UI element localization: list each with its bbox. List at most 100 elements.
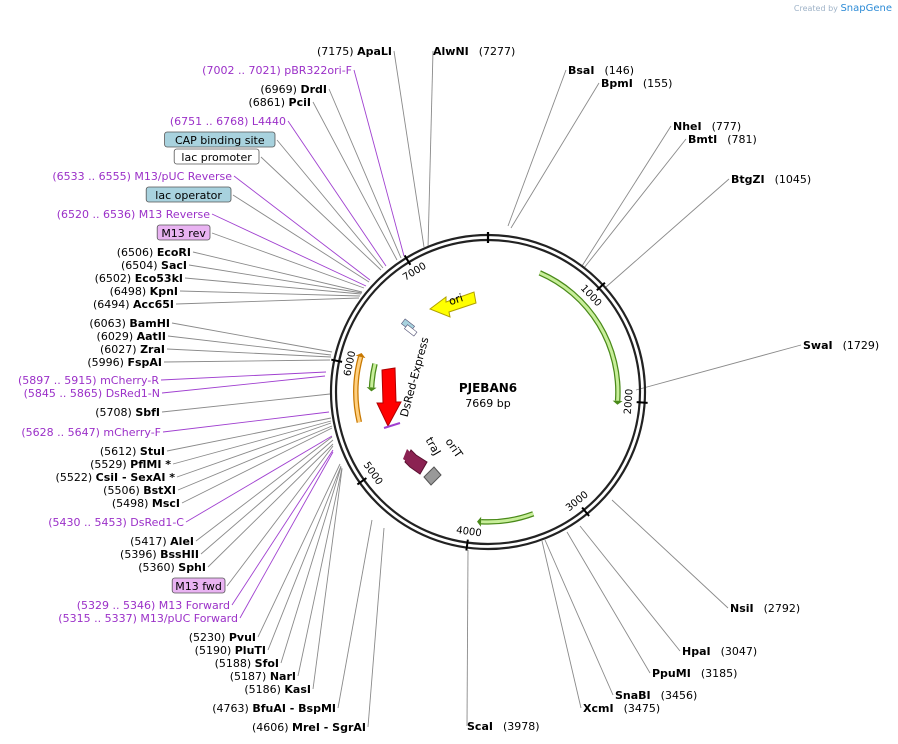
site-pos-swai: (1729) [843,339,880,352]
leader-alwni [427,50,434,249]
site-pos-nari: (5187) [230,670,270,683]
leader-pflmi [172,420,332,465]
primer-label-7002-7021-pbr322ori-f: (7002 .. 7021) pBR322ori-F [202,64,352,77]
feature-box-label-lac-promoter: lac promoter [181,151,252,164]
arc-green-2-arrowhead [477,516,482,527]
arc-orange [354,356,363,423]
site-name-stui: StuI [140,445,165,458]
leader-pluti [267,465,342,651]
leader-lines [160,50,802,728]
site-label-saci: (6504) SacI [121,259,187,272]
leader-bfuai-bspmi [337,519,373,709]
leader-5897-5915-mcherry-r [160,371,327,381]
site-label-nari: (5187) NarI [230,670,296,683]
ori-label: ori [447,291,465,308]
site-pos-csii-sexai: (5522) [56,471,96,484]
leader-bsshii [200,439,334,555]
leader-pvui [257,463,341,638]
tick-2000 [636,401,648,404]
site-label-ppumi: PpuMI(3185) [652,667,737,680]
site-label-bmti: BmtI(781) [688,133,757,146]
feature-box-cap-binding-site [164,131,276,148]
site-pos-pvui: (5230) [189,631,229,644]
site-label-nhei: NheI(777) [673,120,741,133]
site-pos-mrei-sgrai: (4606) [252,721,292,734]
leader-swai [635,344,802,391]
site-name-csii-sexai: CsiI - SexAI * [96,471,176,484]
site-label-drdi: (6969) DrdI [260,83,327,96]
site-name-pvui: PvuI [229,631,256,644]
site-label-pflmi: (5529) PflMI * [90,458,171,471]
leader-drdi [328,88,402,259]
site-label-acc65i: (6494) Acc65I [93,298,174,311]
tick-3000 [581,506,590,517]
leader-bstxi [177,425,333,491]
site-label-hpai: HpaI(3047) [682,645,757,658]
leader-m13-rev [211,232,365,289]
leader-acc65i [175,297,360,305]
site-pos-bamhi: (6063) [89,317,129,330]
leader-btgzi [605,178,730,288]
site-name-msci: MscI [152,497,180,510]
plasmid-name: PJEBAN6 [459,381,517,395]
site-name-saci: SacI [161,259,187,272]
site-name-nsii: NsiI [730,602,754,615]
ori-arrow [428,291,477,318]
leader-ecori [192,251,363,293]
traj-label: traJ [423,435,444,458]
leader-saci [188,264,363,294]
site-pos-alei: (5417) [130,535,170,548]
leader-bsai [507,69,567,227]
leader-zrai [166,348,332,358]
leader-5329-5346-m13-forward [231,449,334,606]
site-name-drdi: DrdI [300,83,327,96]
site-pos-eco53ki: (6502) [95,272,135,285]
leader-5430-5453-dsred1-c [185,435,333,523]
site-label-ecori: (6506) EcoRI [117,246,191,259]
site-name-scai: ScaI [467,720,493,733]
leader-5315-5337-m13-puc-forward [239,451,334,619]
tick-label-6000: 6000 [342,350,358,377]
feature-box-label-cap-binding-site: CAP binding site [175,134,265,147]
site-name-pluti: PluTI [235,644,266,657]
leader-nsii [611,499,729,609]
leader-nhei [581,125,672,267]
site-label-snabi: SnaBI(3456) [615,689,697,702]
site-label-pcii: (6861) PciI [248,96,311,109]
site-pos-hpai: (3047) [721,645,758,658]
site-pos-bsshii: (5396) [120,548,160,561]
leader-scai [466,549,469,727]
orit-label: oriT [443,436,466,461]
site-name-bmti: BmtI [688,133,717,146]
site-label-bpmi: BpmI(155) [601,77,672,90]
watermark-brand: SnapGene [840,3,892,14]
tick-label-5000: 5000 [361,460,385,487]
leader-6751-6768-l4440 [287,120,387,267]
site-name-apali: ApaLI [357,45,392,58]
leader-pcii [312,101,398,261]
primer-label-5845-5865-dsred1-n: (5845 .. 5865) DsRed1-N [24,387,160,400]
site-pos-apali: (7175) [317,45,357,58]
primer-label-5329-5346-m13-forward: (5329 .. 5346) M13 Forward [77,599,230,612]
site-label-bstxi: (5506) BstXI [103,484,176,497]
site-label-eco53ki: (6502) Eco53kI [95,272,183,285]
site-label-alei: (5417) AleI [130,535,194,548]
site-name-sfoi: SfoI [255,657,279,670]
arc-green-1-arrowhead [612,400,623,405]
site-label-aatii: (6029) AatII [97,330,166,343]
feature-box-label-m13-fwd: M13 fwd [175,580,222,593]
site-pos-saci: (6504) [121,259,161,272]
site-label-xcmi: XcmI(3475) [583,702,660,715]
leader-fspai [163,359,331,363]
site-label-bamhi: (6063) BamHI [89,317,170,330]
leader-bpmi [510,82,600,229]
site-label-msci: (5498) MscI [112,497,180,510]
site-pos-aatii: (6029) [97,330,137,343]
feature-box-label-m13-rev: M13 rev [161,227,206,240]
primer-label-5897-5915-mcherry-r: (5897 .. 5915) mCherry-R [18,374,159,387]
site-pos-pflmi: (5529) [90,458,130,471]
tick-1000 [596,282,606,292]
site-pos-scai: (3978) [503,720,540,733]
leader-lac-operator [232,194,370,283]
